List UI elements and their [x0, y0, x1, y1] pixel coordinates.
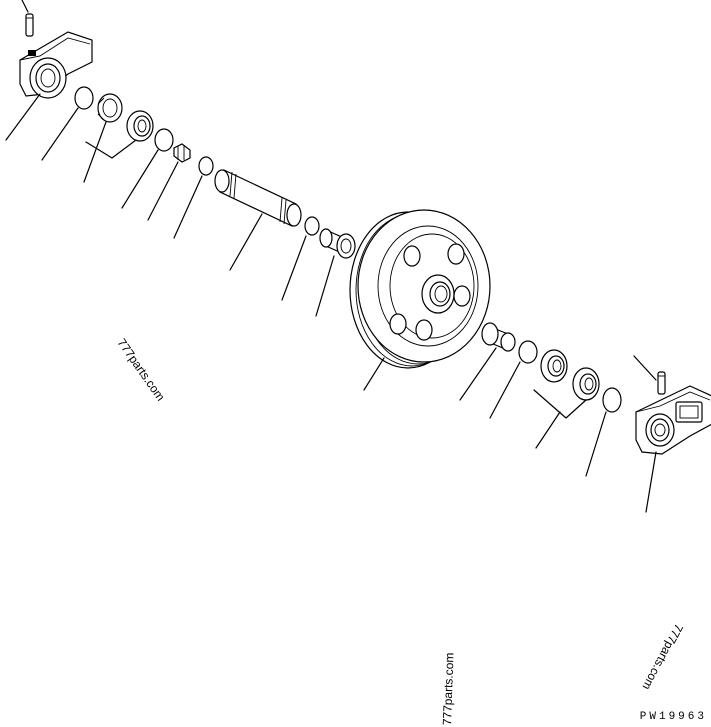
- o-ring-shaft-end: [173, 156, 214, 239]
- o-ring-shaft-right: [281, 216, 320, 301]
- o-ring-small: [121, 128, 174, 209]
- bearing-housing-right: [635, 385, 711, 513]
- pin-right: [633, 355, 666, 395]
- idler-wheel: [349, 209, 491, 391]
- o-ring-right: [489, 340, 538, 419]
- bearing-housing-left: [5, 31, 93, 141]
- plug: [147, 143, 191, 221]
- seal-pair-left: [83, 93, 154, 183]
- o-ring-left: [41, 86, 94, 161]
- o-ring-far-right: [585, 387, 622, 477]
- seal-pair-right: [533, 349, 600, 449]
- watermark: 777parts.com: [440, 652, 457, 726]
- pin-top: [21, 0, 34, 37]
- bushing-left: [315, 228, 356, 317]
- bushing-right: [459, 322, 516, 401]
- figure-code: PW19963: [639, 711, 707, 723]
- shaft: [214, 169, 302, 271]
